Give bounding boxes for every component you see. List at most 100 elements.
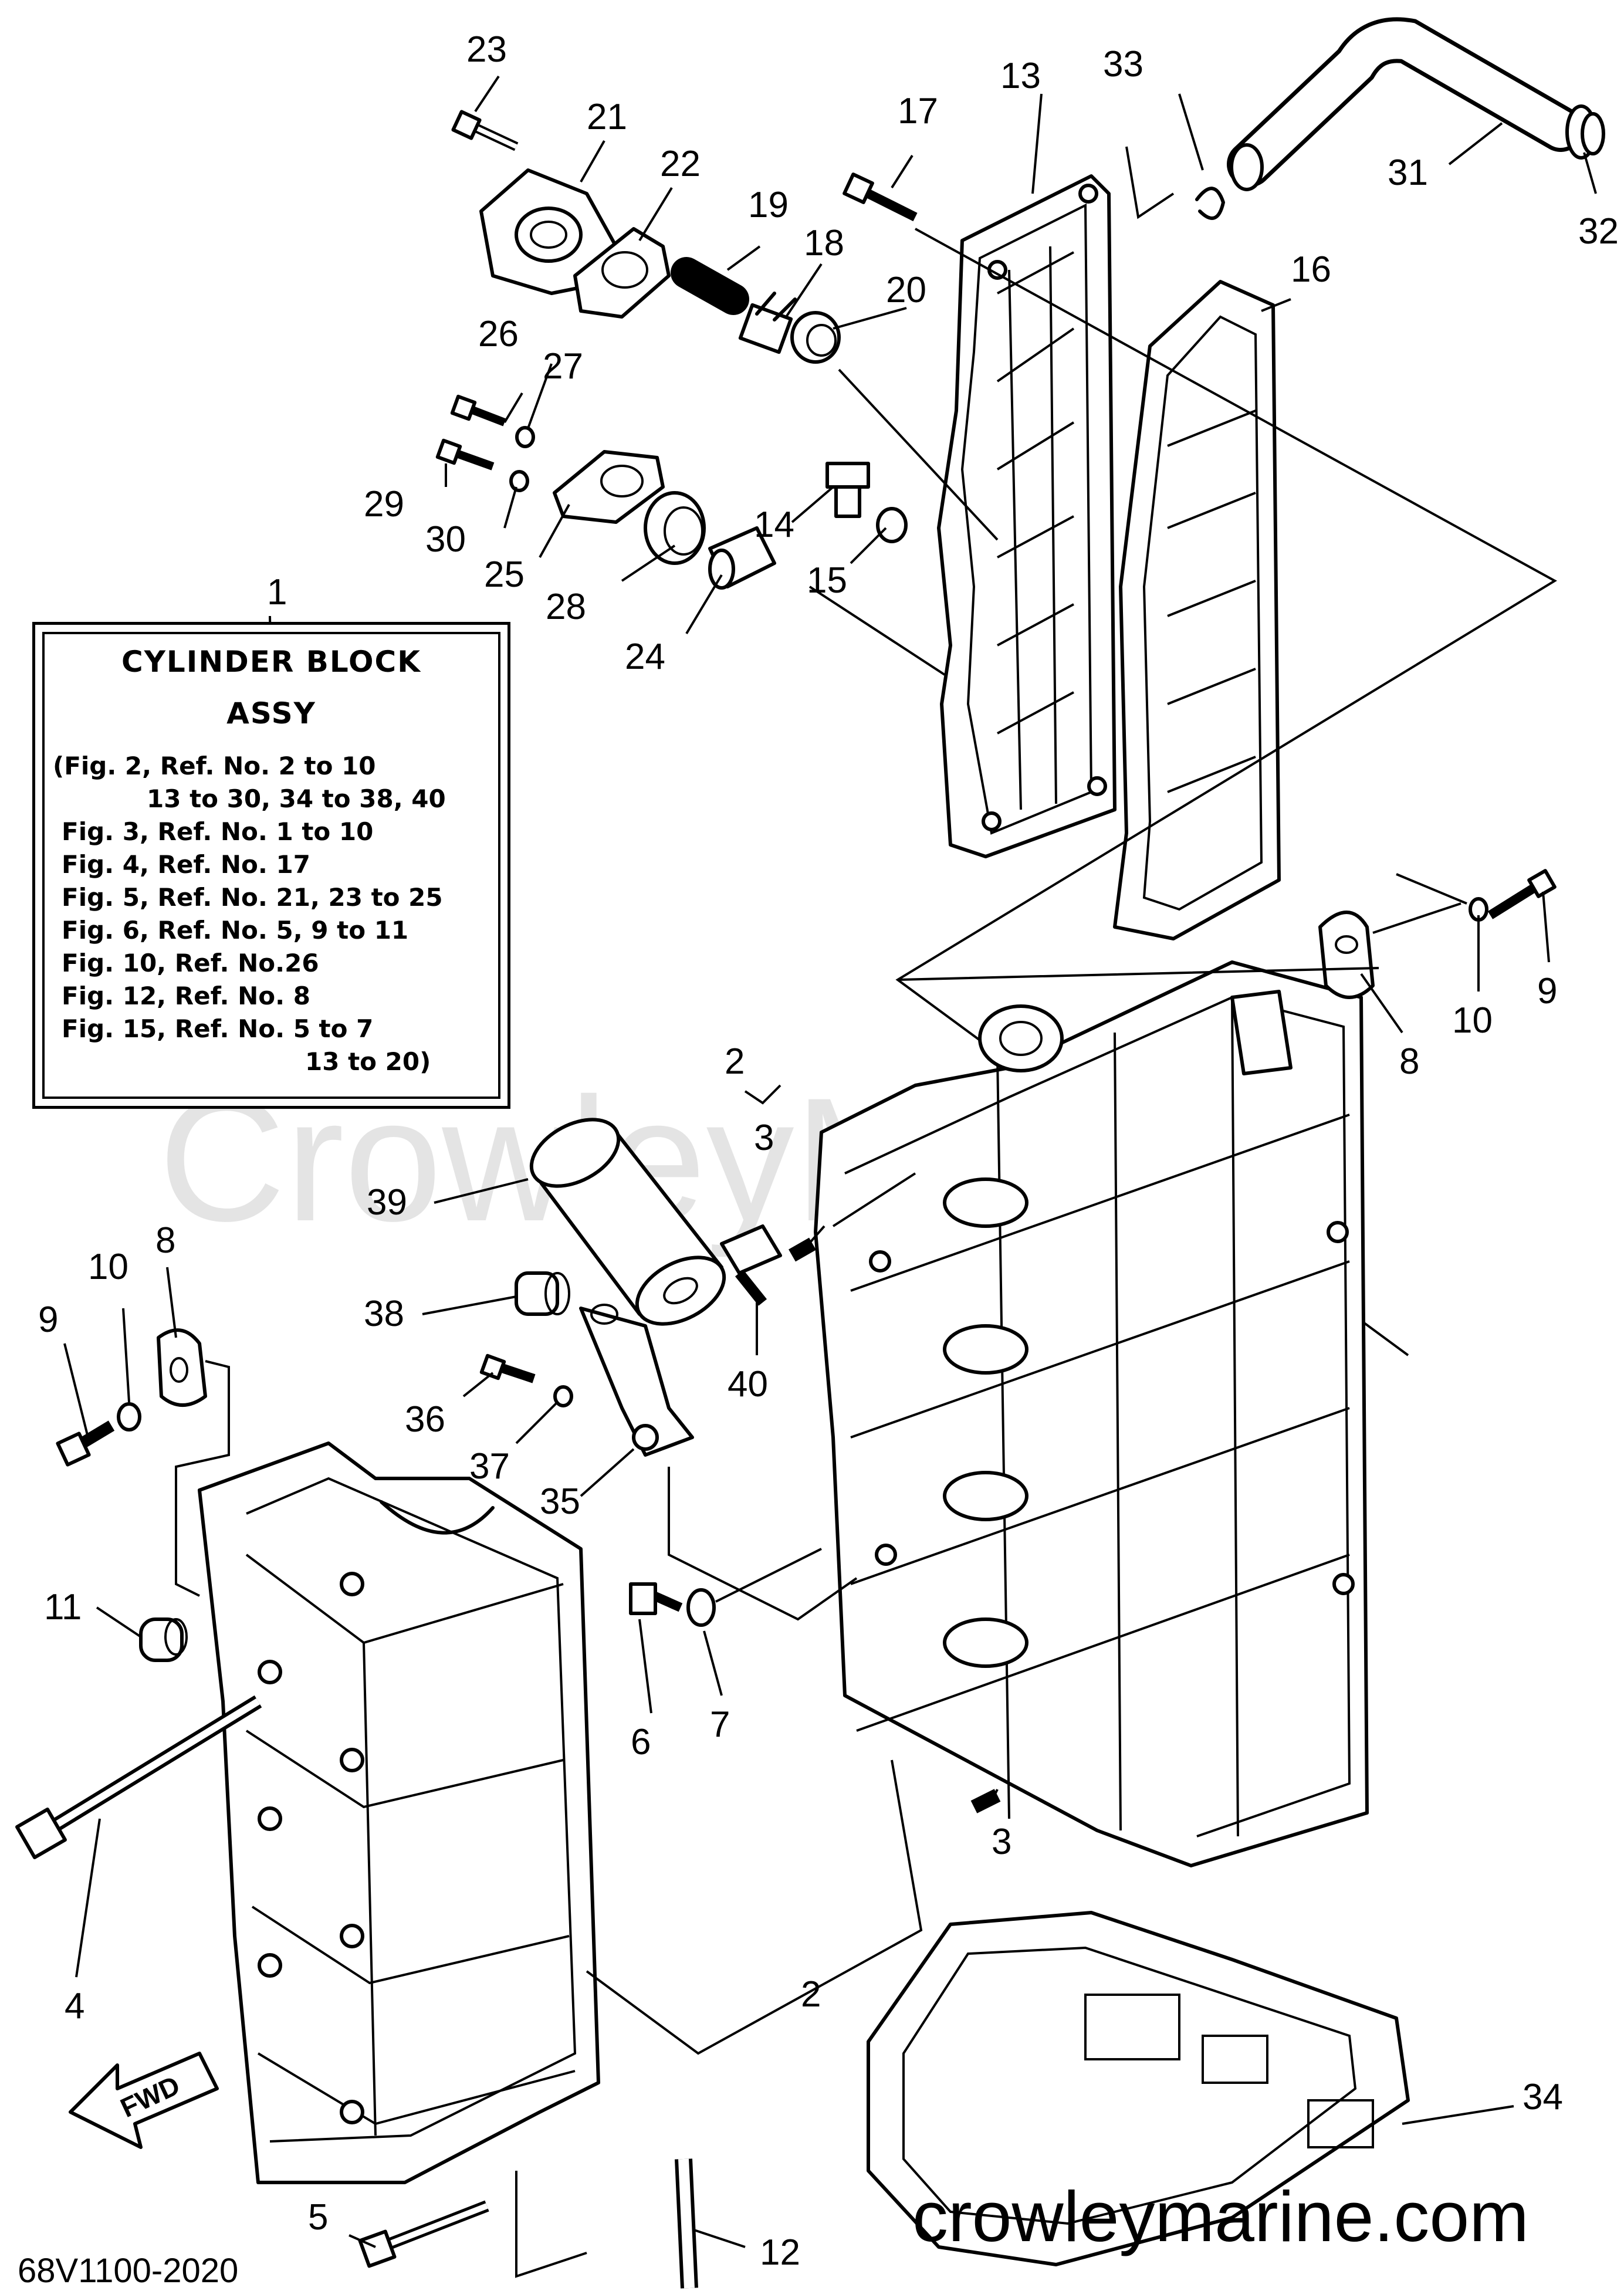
ref-16: 16 <box>1291 249 1331 290</box>
ref-17: 17 <box>898 91 938 131</box>
washer-27 <box>515 426 535 448</box>
bolt-23 <box>451 110 519 151</box>
ref-7: 7 <box>710 1704 730 1745</box>
ref-20: 20 <box>886 270 926 310</box>
website-label: crowleymarine.com <box>912 2177 1529 2256</box>
assembly-line: Fig. 12, Ref. No. 8 <box>62 982 310 1010</box>
grommet <box>790 311 841 364</box>
ref-9-right: 9 <box>1537 971 1557 1011</box>
ref-22: 22 <box>660 144 701 184</box>
ref-35: 35 <box>540 1481 580 1522</box>
spring <box>671 257 749 315</box>
ref-13: 13 <box>1000 56 1041 96</box>
thermostat <box>738 292 797 354</box>
ref-21: 21 <box>587 97 627 137</box>
hose-clamp <box>1565 104 1605 160</box>
ref-37: 37 <box>469 1446 510 1487</box>
ref-34: 34 <box>1522 2077 1563 2117</box>
ref-38: 38 <box>364 1294 404 1334</box>
long-bolt-4 <box>15 1695 262 1859</box>
washer-30 <box>509 470 529 492</box>
ref-36: 36 <box>405 1399 445 1440</box>
assembly-line: 13 to 20) <box>305 1047 431 1076</box>
assembly-line: Fig. 15, Ref. No. 5 to 7 <box>62 1014 374 1043</box>
exhaust-cover <box>937 174 1116 858</box>
ref-25: 25 <box>484 554 525 595</box>
assembly-line: Fig. 4, Ref. No. 17 <box>62 850 310 879</box>
dowel-pin-3a <box>789 1237 816 1262</box>
ref-2-bottom: 2 <box>801 1974 821 2015</box>
assembly-line: Fig. 6, Ref. No. 5, 9 to 11 <box>62 916 409 945</box>
ref-3-top: 3 <box>754 1118 774 1158</box>
ref-8-left: 8 <box>155 1220 175 1261</box>
bracket-right <box>1318 911 1375 999</box>
assembly-title: CYLINDER BLOCK <box>121 645 421 679</box>
oil-filter <box>529 1118 726 1326</box>
bolt-17 <box>843 172 918 222</box>
assembly-line: (Fig. 2, Ref. No. 2 to 10 <box>53 752 376 780</box>
sensor-holder <box>553 450 665 524</box>
assembly-line: Fig. 10, Ref. No.26 <box>62 949 319 977</box>
ref-14: 14 <box>754 505 794 545</box>
ref-23: 23 <box>466 29 507 70</box>
ref-26: 26 <box>478 314 519 354</box>
cylinder-block <box>814 960 1369 1867</box>
ref-39: 39 <box>367 1182 407 1223</box>
ref-11: 11 <box>44 1587 82 1627</box>
assembly-subtitle: ASSY <box>226 696 316 730</box>
exhaust-gasket <box>1113 280 1281 940</box>
bolt-9-right <box>1487 869 1557 919</box>
assembly-note-box: CYLINDER BLOCK ASSY (Fig. 2, Ref. No. 2 … <box>32 622 510 1109</box>
ref-30: 30 <box>425 519 466 560</box>
assembly-note-frame <box>42 632 500 1099</box>
bolt-9-left <box>56 1420 115 1467</box>
bolt-5 <box>358 2200 489 2268</box>
base-gasket <box>867 1911 1410 2266</box>
hose <box>1227 17 1584 191</box>
ref-32: 32 <box>1578 211 1619 252</box>
ref-12: 12 <box>760 2232 800 2273</box>
ref-24: 24 <box>625 637 665 677</box>
bracket-left <box>157 1328 207 1407</box>
assembly-line: 13 to 30, 34 to 38, 40 <box>147 784 446 813</box>
ref-19: 19 <box>748 185 789 225</box>
ref-33: 33 <box>1103 44 1143 84</box>
ref-15: 15 <box>807 560 847 601</box>
collar <box>515 1271 570 1316</box>
ref-8-right: 8 <box>1399 1041 1419 1082</box>
bolt-29 <box>435 438 495 471</box>
ref-31: 31 <box>1388 153 1428 193</box>
stud-12 <box>675 2158 698 2289</box>
ref-9-left: 9 <box>38 1300 58 1340</box>
washer-10-left <box>117 1402 141 1432</box>
thermo-switch <box>708 526 776 590</box>
crankcase-left <box>198 1441 600 2184</box>
assembly-line: Fig. 3, Ref. No. 1 to 10 <box>62 817 374 846</box>
washer-7 <box>686 1588 716 1627</box>
ref-18: 18 <box>804 223 844 263</box>
ref-40: 40 <box>728 1364 768 1405</box>
ref-3-bottom: 3 <box>992 1822 1011 1862</box>
plug-gasket <box>876 507 908 543</box>
fwd-arrow: FWD <box>69 2052 219 2149</box>
ref-1: 1 <box>267 572 287 612</box>
oil-seal <box>644 491 706 565</box>
grommet-11 <box>139 1617 188 1662</box>
drain-plug <box>825 462 870 518</box>
hose-clip <box>1195 187 1225 220</box>
ref-10-right: 10 <box>1452 1000 1493 1041</box>
washer-37 <box>553 1385 573 1407</box>
ref-4: 4 <box>65 1986 84 2026</box>
thermostat-cover <box>479 168 618 295</box>
ref-5: 5 <box>308 2197 328 2238</box>
ref-2-top: 2 <box>725 1041 745 1082</box>
bolt-26 <box>450 394 506 427</box>
drawing-code: 68V1100-2020 <box>18 2252 238 2290</box>
bolt-6 <box>629 1582 683 1615</box>
oil-pressure-fitting <box>720 1224 782 1306</box>
ref-10-left: 10 <box>88 1247 128 1287</box>
mount-bracket <box>579 1304 694 1457</box>
ref-6: 6 <box>631 1722 651 1762</box>
cover-gasket <box>573 227 671 319</box>
assembly-line: Fig. 5, Ref. No. 21, 23 to 25 <box>62 883 443 912</box>
